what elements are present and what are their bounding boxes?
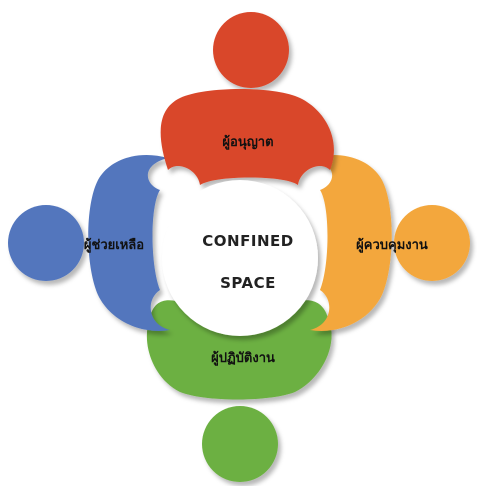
role-bottom-body	[146, 300, 332, 400]
role-right-body	[310, 154, 392, 331]
role-bottom-head	[202, 406, 278, 482]
role-top-label: ผู้อนุญาต	[222, 134, 273, 150]
role-bottom-label: ผู้ปฏิบัติงาน	[211, 350, 275, 366]
role-top-body	[160, 89, 334, 185]
center-circle	[162, 180, 318, 336]
role-left-figure	[8, 154, 170, 331]
role-left-body	[88, 154, 170, 331]
role-right-figure	[310, 154, 470, 331]
role-bottom-figure	[146, 300, 332, 482]
role-top-head	[213, 12, 289, 88]
role-top-figure	[160, 12, 334, 185]
center-label-line2: SPACE	[220, 274, 276, 292]
center-label-line1: CONFINED	[202, 232, 293, 250]
role-right-head	[394, 205, 470, 281]
role-right-label: ผู้ควบคุมงาน	[356, 237, 428, 253]
role-left-label: ผู้ช่วยเหลือ	[84, 237, 144, 253]
role-left-head	[8, 205, 84, 281]
